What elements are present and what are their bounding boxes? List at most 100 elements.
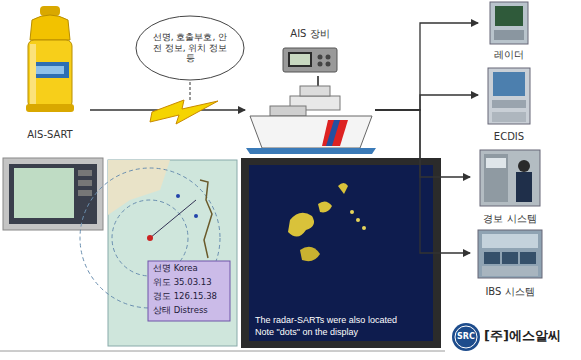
- ecdis-node: ECDIS: [478, 66, 540, 142]
- ais-unit: [283, 48, 337, 72]
- ais-unit: [326, 62, 331, 67]
- chart-plotter-photo: [3, 158, 103, 230]
- chart-plotter-photo: [78, 180, 92, 186]
- radar-screen: [362, 226, 366, 230]
- info-text: 상태 Distress: [153, 306, 208, 315]
- ship-illustration: [250, 116, 372, 148]
- node-label: IBS 시스템: [485, 286, 534, 298]
- electronic-chart: [80, 160, 237, 346]
- info-text: 경도 126.15.38: [153, 292, 217, 301]
- ship-illustration: [246, 148, 376, 154]
- node-label: 레이더: [494, 49, 524, 61]
- logo-mark: SRC: [457, 333, 475, 342]
- speech-bubble: 선명, 호출부호, 안전 정보, 위치 정보 등: [135, 15, 245, 81]
- ship-illustration: [300, 86, 330, 96]
- ecdis-console: [492, 100, 526, 108]
- radar-console: [490, 2, 528, 44]
- radar-screen: [249, 165, 433, 341]
- ais-unit: [290, 54, 310, 65]
- node-label: AIS 장비: [290, 28, 329, 40]
- leader-line: [190, 82, 191, 100]
- company-logo: [452, 323, 480, 351]
- ais-sart-device: [36, 66, 64, 74]
- lightning-bolt: [150, 100, 218, 124]
- ibs-system: [478, 230, 542, 278]
- electronic-chart: [147, 235, 153, 241]
- ais-unit: [326, 55, 331, 60]
- electronic-chart: [108, 160, 170, 215]
- alarm-system: [480, 150, 540, 206]
- electronic-chart: [148, 261, 230, 321]
- chart-plotter-photo: [78, 190, 92, 196]
- ais-sart-device: [31, 62, 69, 78]
- ais-unit: [283, 48, 337, 72]
- ais-sart-device: [28, 40, 72, 108]
- radar-screen: [356, 218, 360, 222]
- ais-unit: [318, 62, 323, 67]
- ship-illustration: [270, 106, 306, 116]
- ship-illustration: [326, 120, 340, 146]
- ecdis-console: [492, 112, 526, 122]
- ibs-system: [478, 230, 542, 278]
- ais-sart-device: [26, 104, 74, 112]
- node-label: 선명, 호출부호, 안전 정보, 위치 정보 등: [151, 32, 229, 63]
- node-label: ECDIS: [494, 131, 524, 143]
- electronic-chart: [150, 200, 196, 238]
- radar-screen: [338, 183, 348, 194]
- electronic-chart: [108, 160, 237, 346]
- radar-screen: [350, 210, 354, 214]
- ibs-system: [482, 234, 538, 248]
- electronic-chart: [200, 180, 212, 258]
- radar-console: [494, 30, 524, 40]
- screen-caption: The radar-SARTs were also located: [255, 316, 397, 326]
- radar-screen: [288, 213, 314, 237]
- electronic-chart: [194, 214, 198, 218]
- node-label: AIS-SART: [27, 129, 72, 141]
- node-label: 경보 시스템: [483, 213, 536, 225]
- chart-plotter-photo: [78, 170, 92, 176]
- ais-unit: [318, 55, 323, 60]
- chart-plotter-photo: [14, 168, 74, 218]
- alarm-system: [486, 158, 506, 168]
- radar-console: [495, 6, 523, 26]
- alarm-system: [518, 160, 530, 172]
- bubble-outline: [136, 16, 244, 80]
- company-logo: [452, 323, 480, 351]
- ibs-system: [484, 252, 500, 264]
- ais-sart-device: [30, 15, 70, 40]
- ibs-system: [520, 252, 536, 264]
- ais-sart-device: [26, 6, 74, 112]
- ais-equipment-node: AIS 장비: [245, 28, 375, 155]
- ecdis-console: [493, 72, 525, 96]
- company-name: [주]에스알씨: [484, 329, 561, 343]
- radar-node: 레이더: [478, 0, 540, 60]
- lightning-bolt: [150, 100, 218, 124]
- radar-console: [490, 2, 528, 44]
- screen-caption: Note "dots" on the display: [255, 328, 358, 338]
- chart-plotter-photo: [9, 164, 97, 224]
- flow-arrow: [375, 110, 470, 253]
- ibs-system: [502, 252, 518, 264]
- ais-sart-device: [30, 44, 36, 104]
- radar-screen: [241, 158, 441, 348]
- radar-screen: [241, 158, 441, 348]
- device-node: AIS-SART: [10, 5, 90, 140]
- ibs-system-node: IBS 시스템: [470, 229, 550, 297]
- ecdis-console: [488, 68, 530, 124]
- alarm-system: [516, 172, 532, 202]
- ship-illustration: [246, 76, 376, 154]
- electronic-chart: [176, 194, 180, 198]
- alarm-system-node: 경보 시스템: [470, 148, 550, 224]
- footer-rule: [0, 351, 445, 352]
- chart-plotter-photo: [3, 158, 103, 230]
- leader-line: [190, 82, 191, 100]
- company-logo: [455, 326, 477, 348]
- radar-screen: [300, 247, 320, 261]
- ais-unit: [288, 52, 312, 67]
- info-text: 위도 35.03.13: [153, 278, 212, 287]
- flow-arrow: [375, 110, 470, 177]
- flow-arrow: [375, 95, 478, 110]
